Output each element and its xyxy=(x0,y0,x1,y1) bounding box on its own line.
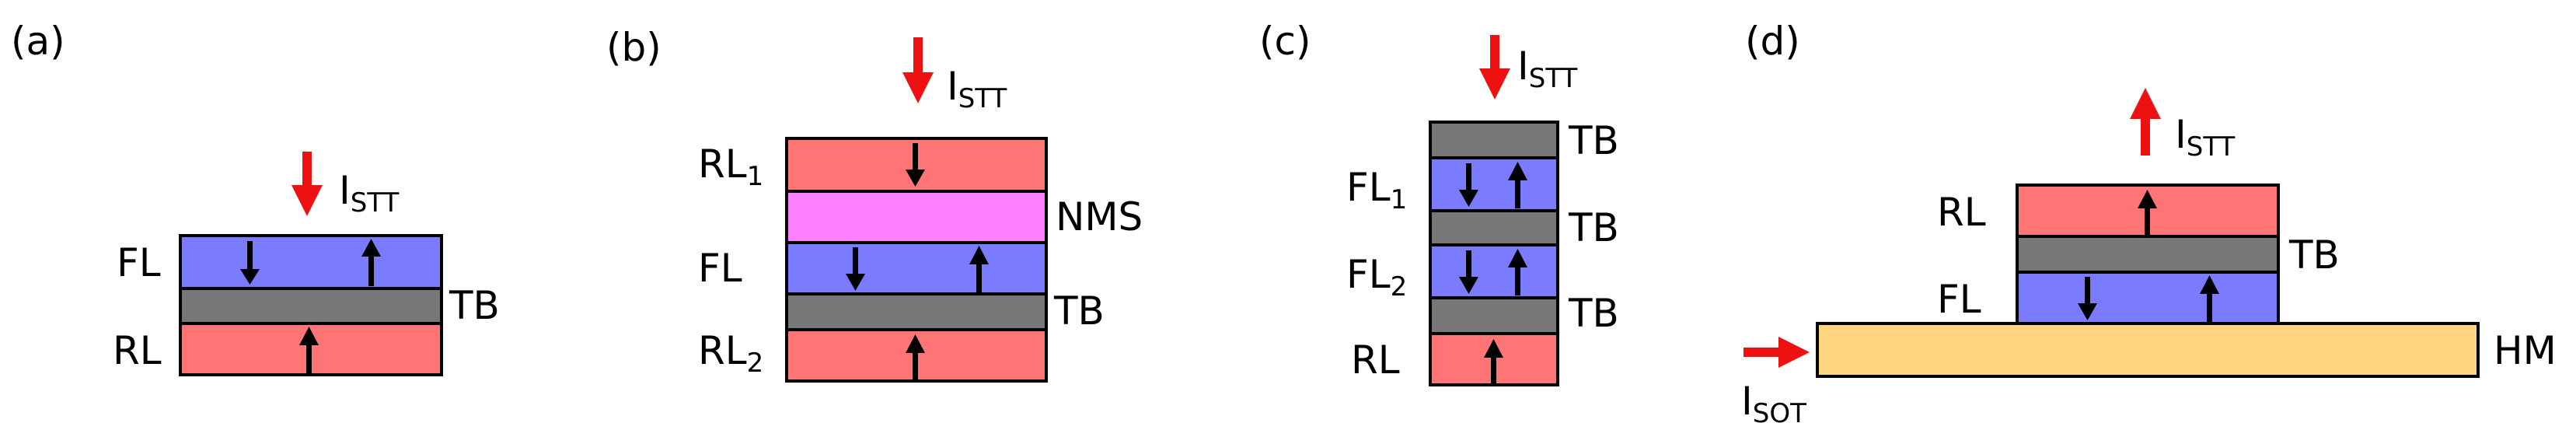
panel-d-rl-arrow-up xyxy=(2138,190,2157,235)
panel-a-tag: (a) xyxy=(11,19,65,64)
panel-b-rl2-arrow-up xyxy=(906,334,925,379)
panel-d-free-layer xyxy=(2016,271,2280,325)
panel-c-rl-arrow-up xyxy=(1484,339,1503,384)
panel-d: (d) ISTT ISOT RL TB xyxy=(1741,19,2557,429)
panel-d-fl-label: FL xyxy=(1937,277,1981,322)
panel-c-fl2-arrow-down xyxy=(1459,250,1478,294)
panel-b-current-label: ISTT xyxy=(947,64,1007,114)
panel-d-tag: (d) xyxy=(1745,19,1800,64)
panel-d-stt-current-label: ISTT xyxy=(2175,112,2236,163)
panel-a-rl-label: RL xyxy=(113,328,162,373)
panel-d-tb-label: TB xyxy=(2288,232,2340,278)
panel-b-fl-arrow-down xyxy=(846,247,865,291)
panel-b-rl1-label: RL1 xyxy=(698,142,763,192)
panel-c-tb-bottom-label: TB xyxy=(1568,291,1619,336)
panel-b-fl-label: FL xyxy=(698,246,742,291)
panel-c-rl-label: RL xyxy=(1351,337,1400,383)
panel-c-tb-mid-label: TB xyxy=(1568,205,1619,250)
panel-b-free-layer xyxy=(785,241,1048,295)
panel-c-current-label: ISTT xyxy=(1517,44,1578,94)
panel-d-stt-current-arrow xyxy=(2130,88,2161,156)
panel-d-tunnel-barrier xyxy=(2016,235,2280,274)
panel-c-fl2-label: FL2 xyxy=(1346,252,1407,302)
panel-c-tunnel-barrier-top xyxy=(1429,121,1559,159)
panel-c: (c) ISTT TB xyxy=(1259,19,1619,386)
panel-a-tunnel-barrier xyxy=(179,287,443,325)
panel-d-hm-label: HM xyxy=(2494,328,2557,373)
panel-b-tunnel-barrier xyxy=(785,292,1048,331)
panel-c-tunnel-barrier-bottom xyxy=(1429,296,1559,335)
panel-b-rl1-arrow-down xyxy=(906,143,925,187)
panel-a-free-layer xyxy=(179,234,443,290)
panel-c-tunnel-barrier-mid xyxy=(1429,209,1559,246)
panel-c-free-layer-2 xyxy=(1429,243,1559,299)
panel-b-tag: (b) xyxy=(606,25,661,70)
panel-b-tb-label: TB xyxy=(1053,288,1105,334)
panel-a-current-arrow xyxy=(291,152,323,216)
panel-d-fl-arrow-down xyxy=(2078,277,2097,320)
panel-d-sot-current-label: ISOT xyxy=(1741,379,1806,429)
panel-c-fl1-arrow-down xyxy=(1459,163,1478,207)
panel-b-rl2-label: RL2 xyxy=(698,328,763,379)
panel-c-tb-top-label: TB xyxy=(1568,118,1619,163)
panel-a-current-label: ISTT xyxy=(339,168,400,218)
panel-b-nms-label: NMS xyxy=(1056,194,1143,239)
panel-a-fl-arrow-down xyxy=(240,241,260,285)
panel-d-heavy-metal xyxy=(1816,322,2480,378)
panel-a-tb-label: TB xyxy=(449,283,500,328)
panel-d-rl-label: RL xyxy=(1937,190,1986,235)
panel-b-nms-layer xyxy=(785,190,1048,244)
panel-d-fl-arrow-up xyxy=(2200,275,2219,322)
panel-b: (b) ISTT RL1 NMS FL TB RL2 xyxy=(606,25,1143,383)
panel-c-fl1-label: FL1 xyxy=(1346,165,1407,215)
panel-c-free-layer-1 xyxy=(1429,156,1559,212)
panel-a: (a) ISTT FL RL TB xyxy=(11,19,500,376)
panel-c-fl1-arrow-up xyxy=(1508,162,1527,208)
panel-a-fl-label: FL xyxy=(117,240,161,285)
panel-b-current-arrow xyxy=(902,37,934,103)
panel-b-fl-arrow-up xyxy=(969,246,989,292)
panel-c-current-arrow xyxy=(1479,35,1510,100)
panel-c-fl2-arrow-up xyxy=(1508,249,1527,295)
panel-c-tag: (c) xyxy=(1259,19,1311,64)
panel-a-fl-arrow-up xyxy=(361,239,381,286)
panel-d-sot-current-arrow xyxy=(1744,337,1810,368)
panel-a-rl-arrow-up xyxy=(299,327,319,373)
